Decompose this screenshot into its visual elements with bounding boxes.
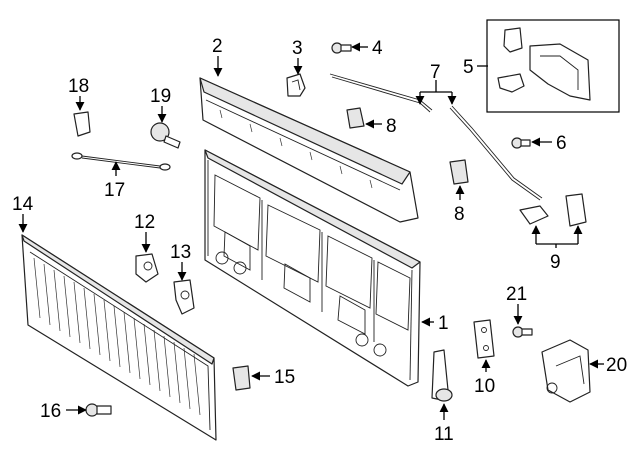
plate-part-10	[473, 319, 495, 359]
hinge-part-11	[431, 349, 453, 402]
cable-end-part-13	[173, 279, 195, 315]
callout-18: 18	[68, 76, 89, 97]
callout-15: 15	[274, 367, 295, 388]
callout-6: 6	[556, 133, 567, 154]
callout-12: 12	[134, 212, 155, 233]
cable-part-17	[71, 152, 171, 171]
callout-21: 21	[506, 284, 527, 305]
hinge-part-20	[541, 339, 591, 403]
callouts: 1 2 3 4 5 6 7 8 8 9 10 11 12 13 14 15 16…	[12, 36, 627, 445]
callout-11: 11	[434, 424, 454, 445]
callout-3: 3	[292, 38, 303, 59]
callout-2: 2	[212, 36, 223, 57]
top-cap-part	[199, 77, 419, 223]
callout-20: 20	[606, 355, 627, 376]
callout-17: 17	[104, 180, 125, 201]
callout-19: 19	[150, 86, 171, 107]
leader-lines	[18, 42, 604, 420]
callout-5: 5	[463, 57, 474, 78]
callout-10: 10	[474, 376, 495, 397]
outer-panel-part	[21, 234, 217, 441]
callout-7: 7	[430, 62, 441, 83]
callout-4: 4	[372, 38, 383, 59]
inner-panel-part	[204, 149, 421, 387]
bumper-part-15	[232, 365, 251, 391]
pivot-part-12	[135, 253, 159, 283]
screw-part-6	[511, 137, 531, 149]
bolt-part-21	[512, 326, 533, 338]
bolt-part-4	[331, 42, 352, 54]
fastener-part-19	[150, 122, 181, 149]
callout-8a: 8	[386, 116, 397, 137]
callout-13: 13	[170, 242, 191, 263]
callout-9: 9	[550, 252, 561, 273]
latch-part-9	[519, 193, 587, 227]
bumper-part-8b	[449, 159, 469, 185]
inset-box-part-5	[486, 19, 620, 113]
bumper-part-8a	[346, 107, 365, 129]
bracket-part-18	[73, 111, 91, 137]
callout-8b: 8	[454, 204, 465, 225]
callout-16: 16	[40, 401, 61, 422]
callout-1: 1	[438, 313, 449, 334]
bolt-part-16	[85, 403, 112, 417]
callout-14: 14	[12, 194, 34, 215]
clip-part-3	[286, 73, 306, 97]
